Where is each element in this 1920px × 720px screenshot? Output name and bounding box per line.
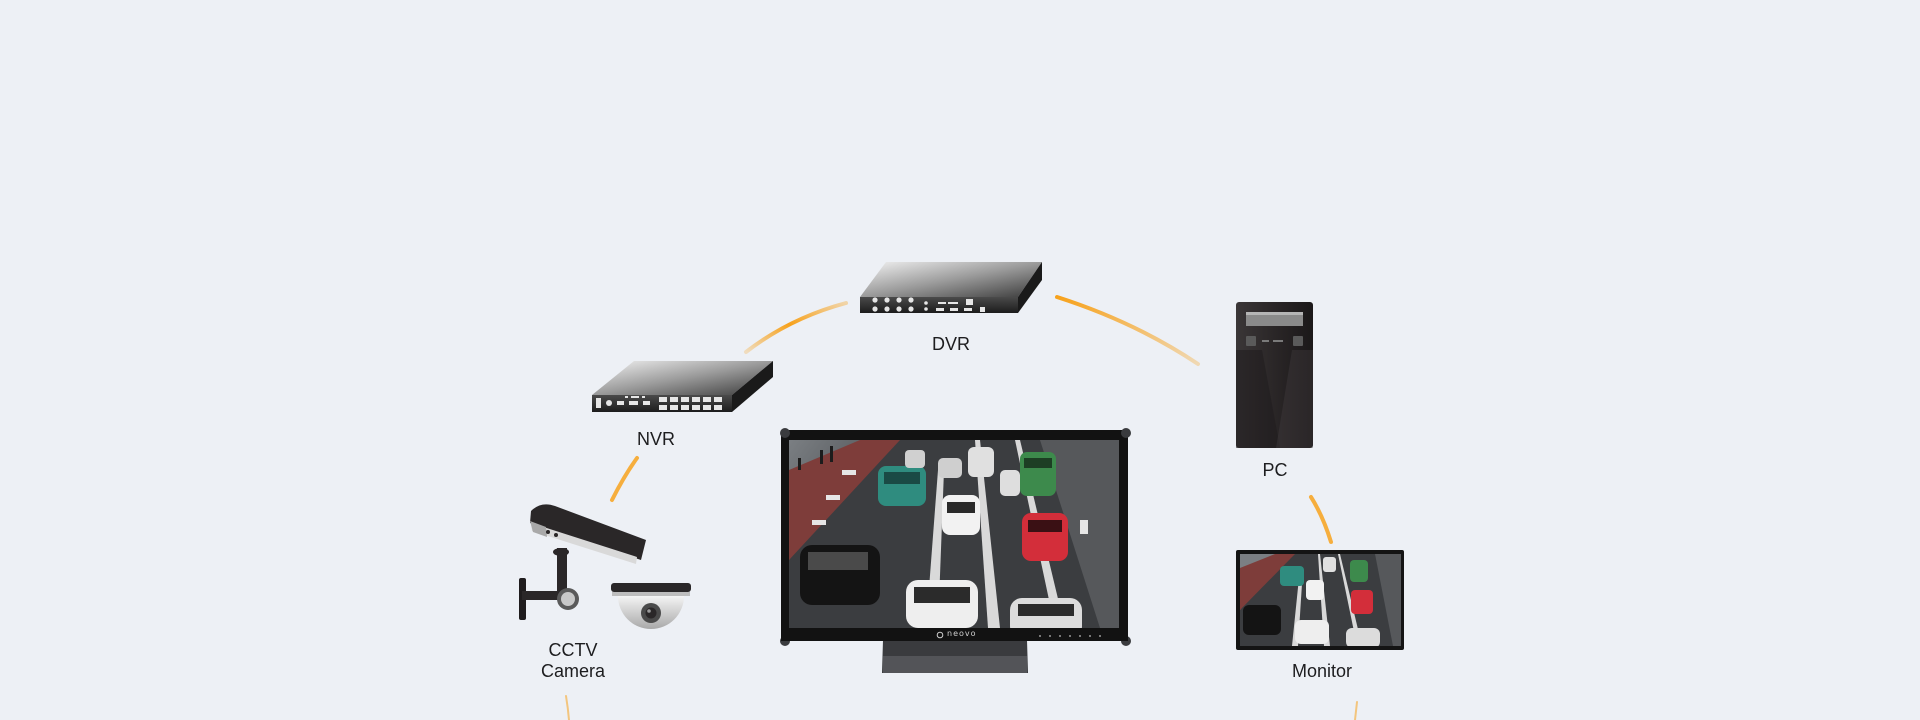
security-monitor-icon — [780, 428, 1131, 673]
bullet-camera-icon — [519, 504, 646, 620]
traffic-scene-image — [789, 440, 1119, 628]
arc-nvr-dvr — [744, 301, 848, 354]
pc-label: PC — [1262, 460, 1288, 480]
cctv-label-line1: CCTV — [548, 640, 598, 660]
arc-camera-bottom — [565, 695, 570, 720]
monitor-brand-logo: neovo — [947, 629, 977, 638]
cctv-label-line2: Camera — [540, 661, 606, 681]
pc-tower-icon — [1236, 302, 1313, 448]
nvr-icon — [592, 361, 773, 412]
connector-arcs — [565, 295, 1358, 720]
arc-pc-monitor — [1309, 495, 1333, 544]
monitor-label: Monitor — [1291, 661, 1353, 681]
arc-camera-nvr — [610, 456, 639, 502]
arc-dvr-pc — [1055, 295, 1200, 366]
arc-monitor-bottom — [1354, 701, 1358, 720]
dvr-icon — [860, 262, 1042, 313]
cctv-camera-label: CCTV Camera — [541, 640, 605, 682]
dvr-label: DVR — [931, 334, 971, 354]
small-monitor-icon — [1236, 550, 1404, 650]
traffic-cars — [800, 447, 1082, 628]
dome-camera-icon — [611, 583, 691, 629]
nvr-label: NVR — [636, 429, 676, 449]
